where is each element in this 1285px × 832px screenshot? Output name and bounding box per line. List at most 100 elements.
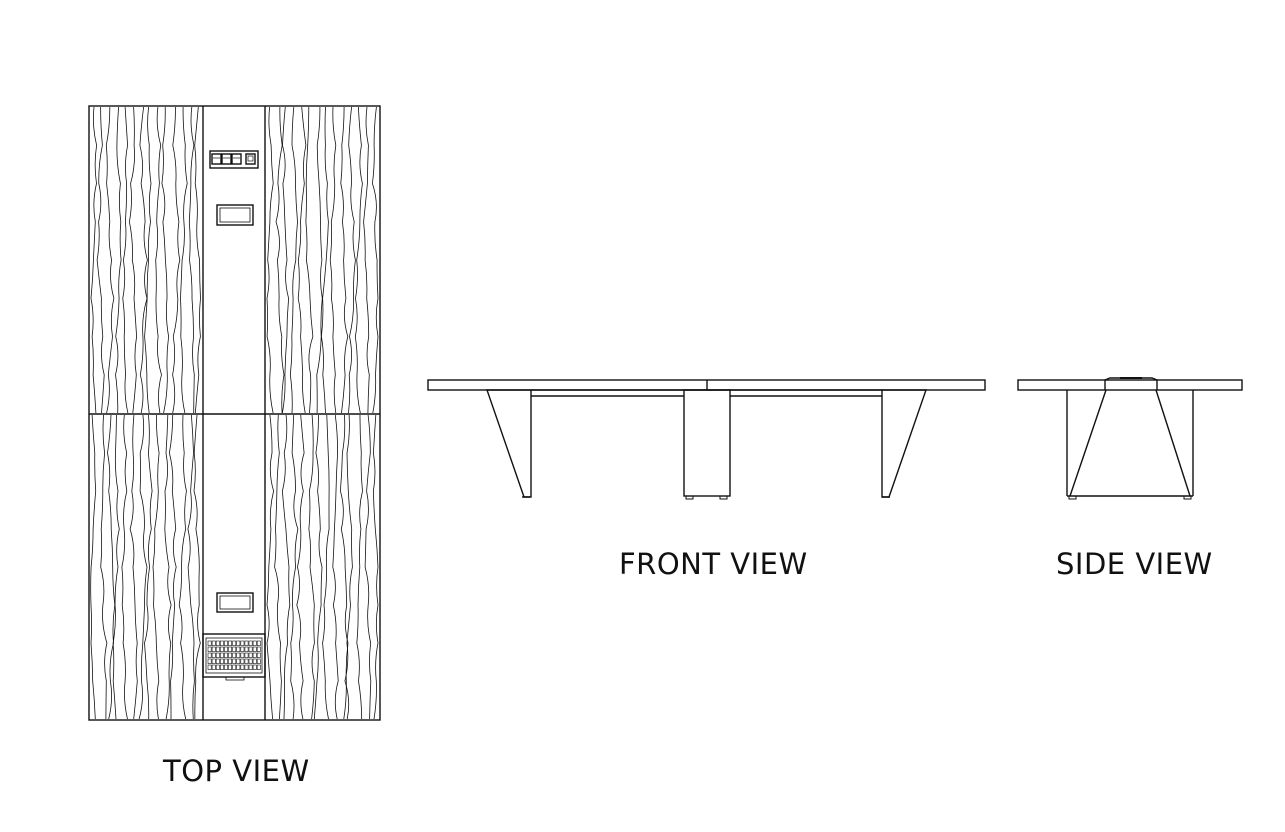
keyboard-key [240, 646, 245, 652]
keyboard-key [224, 658, 228, 664]
keyboard-key [232, 646, 237, 652]
keyboard-key [244, 664, 249, 670]
keyboard-key [244, 658, 249, 664]
cable-grommet-upper [216, 204, 254, 226]
keyboard-key [248, 658, 253, 664]
grain-line [121, 414, 128, 720]
keyboard-key [207, 640, 212, 646]
grain-line [90, 106, 98, 414]
grain-line [282, 106, 290, 414]
keyboard-key [215, 652, 220, 658]
grain-line [266, 106, 274, 414]
keyboard-key [236, 652, 241, 658]
grain-line [348, 106, 356, 414]
keyboard-key [244, 646, 249, 652]
grain-line [290, 414, 299, 720]
keyboard-key [207, 646, 212, 652]
grain-line [313, 414, 323, 720]
keyboard-key [244, 652, 249, 658]
power-outlet-module [209, 150, 259, 169]
grain-line [274, 414, 282, 720]
keyboard-key [248, 652, 253, 658]
keyboard-key [224, 664, 228, 670]
tabletop-outline [88, 105, 381, 721]
keyboard-key [248, 664, 253, 670]
grain-line [275, 106, 285, 414]
keyboard-key [224, 652, 228, 658]
keyboard-key [228, 640, 233, 646]
grain-line [187, 414, 195, 720]
keyboard-key [220, 664, 224, 670]
keyboard-key [252, 658, 257, 664]
keyboard-key [228, 652, 233, 658]
keyboard-key [244, 640, 249, 646]
grain-line [144, 106, 152, 414]
keyboard-key [228, 664, 233, 670]
wood-grain-top-right [266, 106, 379, 414]
grain-line [164, 414, 172, 720]
keyboard-key [220, 652, 224, 658]
grain-line [180, 106, 188, 414]
grain-line [340, 106, 349, 414]
grain-line [161, 106, 170, 414]
keyboard-key [240, 658, 245, 664]
keyboard-key [224, 640, 228, 646]
grain-line [122, 106, 129, 414]
cable-grommet-lower [216, 592, 254, 613]
top-view [88, 105, 381, 721]
grain-line [96, 106, 105, 414]
front-left-leg [486, 389, 532, 498]
grain-line [356, 414, 363, 720]
keyboard-key [211, 646, 216, 652]
grain-line [112, 414, 120, 720]
grain-line [129, 414, 138, 720]
keyboard-key [232, 664, 237, 670]
grain-line [188, 106, 195, 414]
grain-line [305, 106, 314, 414]
grain-line [100, 414, 108, 720]
grain-line [144, 414, 153, 720]
grain-line [281, 414, 291, 720]
grain-line [339, 414, 349, 720]
grain-line [289, 106, 298, 414]
grain-line [308, 414, 315, 720]
keyboard-tray [202, 633, 266, 681]
front-right-leg [881, 389, 927, 498]
grain-line [168, 414, 177, 720]
keyboard-key [215, 658, 220, 664]
wood-grain-bottom-left [90, 414, 201, 720]
grain-line [178, 414, 187, 720]
grain-line [90, 414, 97, 720]
keyboard-key [236, 646, 241, 652]
keyboard-key [211, 664, 216, 670]
grain-line [138, 414, 148, 720]
keyboard-key [248, 646, 253, 652]
front-center-pedestal [683, 389, 731, 497]
side-view-label: SIDE VIEW [1056, 547, 1213, 581]
keyboard-key [220, 640, 224, 646]
grain-line [372, 414, 379, 720]
side-diagonal-left [1069, 389, 1107, 497]
top-view-label: TOP VIEW [163, 754, 310, 788]
front-view [427, 379, 986, 500]
grain-line [172, 106, 181, 414]
keyboard-key [256, 664, 261, 670]
keyboard-key [252, 646, 257, 652]
keyboard-key [252, 652, 257, 658]
grain-line [105, 106, 115, 414]
keyboard-key [240, 652, 245, 658]
keyboard-key [207, 664, 212, 670]
keyboard-key [236, 658, 241, 664]
side-diagonal-right [1155, 389, 1191, 497]
grain-line [115, 106, 122, 414]
keyboard-key [224, 646, 228, 652]
keyboard-key [211, 640, 216, 646]
keyboard-key [236, 664, 241, 670]
keyboard-key [232, 640, 237, 646]
grain-line [344, 414, 353, 720]
keyboard-key [215, 640, 220, 646]
keyboard-key [252, 664, 257, 670]
grain-line [155, 106, 162, 414]
grain-line [322, 414, 330, 720]
